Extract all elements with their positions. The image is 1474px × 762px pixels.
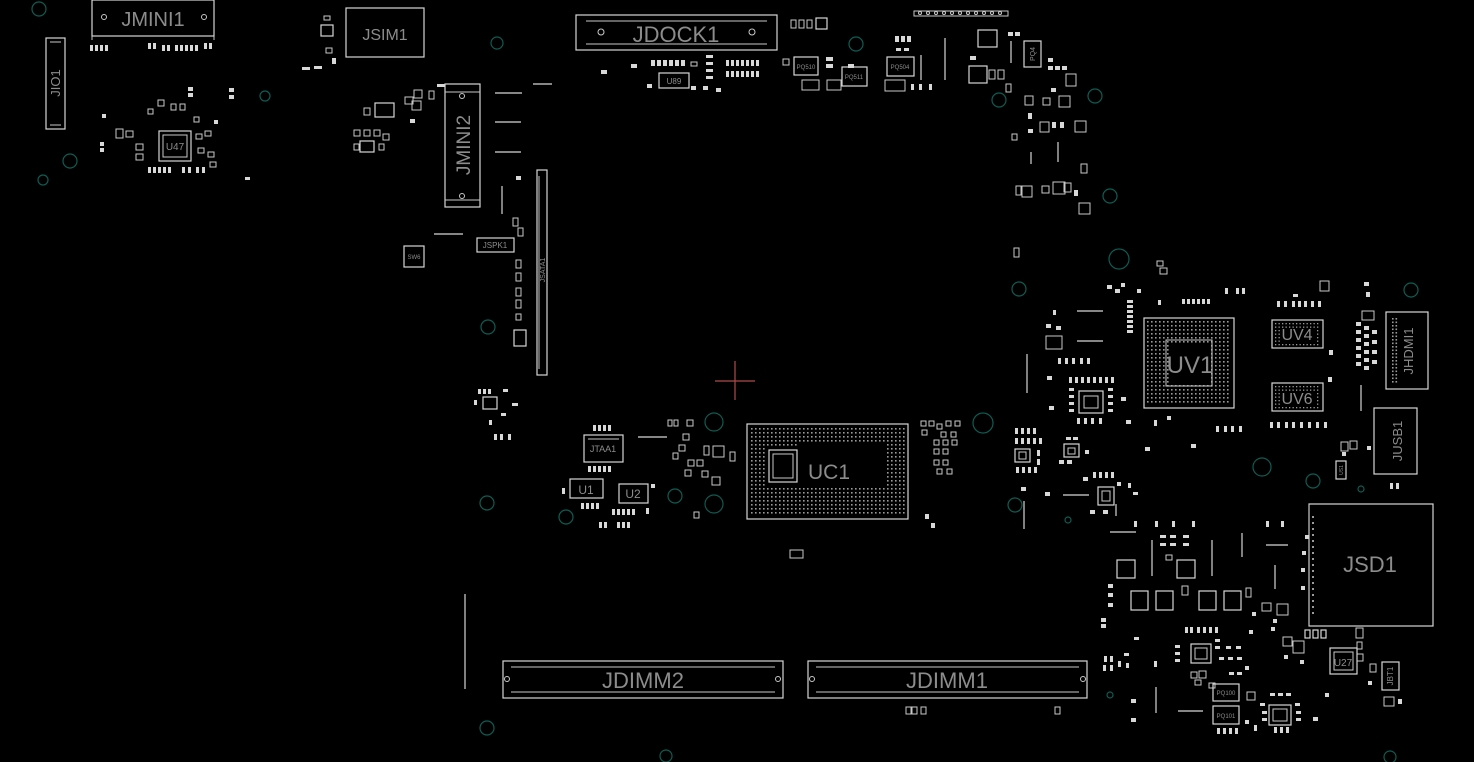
jdimm1-label: JDIMM1 xyxy=(906,668,988,693)
u47-passives xyxy=(100,87,250,180)
u27-label: U27 xyxy=(1334,658,1353,669)
u47-chip[interactable]: U47 xyxy=(158,130,192,162)
mid-right-passives xyxy=(1014,428,1138,533)
uc1-chip[interactable]: UC1 xyxy=(746,423,909,520)
jbt1-connector[interactable]: JBT1 xyxy=(1381,661,1400,691)
u1-label: U1 xyxy=(578,483,594,497)
uc1-passives xyxy=(789,420,961,559)
jspk1-label: JSPK1 xyxy=(483,241,508,250)
jmini1-pads xyxy=(90,43,212,51)
uv6-chip[interactable]: UV6 xyxy=(1271,382,1324,412)
jusb1-label: JUSB1 xyxy=(1390,421,1405,461)
jhdmi1-connector[interactable]: JHDMI1 xyxy=(1385,311,1429,390)
uc1-ball-grid xyxy=(751,428,905,514)
jdock1-label: JDOCK1 xyxy=(633,22,720,47)
pq504-label: PQ504 xyxy=(891,65,910,71)
pq4-label: PQ4 xyxy=(1030,47,1037,61)
jio1-connector[interactable]: JIO1 xyxy=(45,37,66,130)
via-holes xyxy=(31,1,1419,762)
pq504-component[interactable]: PQ504 xyxy=(886,56,915,77)
jmini2-connector[interactable]: JMINI2 xyxy=(444,83,481,208)
pq101-component[interactable]: PQ101 xyxy=(1212,705,1240,725)
pq510-label: PQ510 xyxy=(797,65,816,71)
jsim1-passives xyxy=(302,15,445,87)
lower-right-passives xyxy=(1101,521,1402,734)
uv1-label: UV1 xyxy=(1167,352,1214,379)
us1-label: US1 xyxy=(1339,465,1345,475)
jbt1-label: JBT1 xyxy=(1386,666,1395,685)
pq510-component[interactable]: PQ510 xyxy=(793,56,819,76)
jhdmi1-label: JHDMI1 xyxy=(1401,328,1416,375)
uv4-chip[interactable]: UV4 xyxy=(1271,319,1324,349)
cursor-crosshair xyxy=(715,361,755,400)
jsata1-connector[interactable]: JSATA1 xyxy=(536,169,548,376)
jmini2-label: JMINI2 xyxy=(454,115,475,175)
uv4-label: UV4 xyxy=(1281,327,1312,344)
uv6-ball-grid xyxy=(1275,386,1319,409)
jusb1-connector[interactable]: JUSB1 xyxy=(1373,407,1418,475)
pq101-label: PQ101 xyxy=(1217,714,1236,720)
u89-label: U89 xyxy=(667,77,682,86)
jdimm1-connector[interactable]: JDIMM1 xyxy=(807,660,1088,699)
uv1-chip[interactable]: UV1 xyxy=(1143,317,1235,409)
jdimm2-connector[interactable]: JDIMM2 xyxy=(502,660,784,699)
pq100-label: PQ100 xyxy=(1217,691,1236,697)
jdimm2-label: JDIMM2 xyxy=(602,668,684,693)
u27-chip[interactable]: U27 xyxy=(1329,647,1358,675)
uc1-label: UC1 xyxy=(808,461,850,484)
us1-chip[interactable]: US1 xyxy=(1335,460,1347,480)
u47-label: U47 xyxy=(166,142,185,153)
jspk-passives xyxy=(434,217,527,347)
pq511-component[interactable]: PQ511 xyxy=(841,66,868,87)
u89-chip[interactable]: U89 xyxy=(658,72,690,89)
sw6-label: SW6 xyxy=(407,255,421,261)
uv6-label: UV6 xyxy=(1281,391,1312,408)
jsd1-pin-row xyxy=(1312,516,1314,614)
jhdmi1-pin-row xyxy=(1392,318,1398,383)
pq511-label: PQ511 xyxy=(845,75,864,81)
u1-chip[interactable]: U1 xyxy=(569,478,604,499)
jdock-area-passives xyxy=(601,55,759,92)
jtaa1-connector[interactable]: JTAA1 xyxy=(583,434,624,463)
jmini1-label: JMINI1 xyxy=(121,9,184,31)
jsd1-label: JSD1 xyxy=(1343,552,1397,577)
header-pins xyxy=(918,11,1002,15)
jdock1-connector[interactable]: JDOCK1 xyxy=(575,14,778,51)
pq-cluster xyxy=(782,10,1009,92)
jmini2-passives xyxy=(353,83,552,214)
jsim1-label: JSIM1 xyxy=(362,27,407,44)
u2-label: U2 xyxy=(625,487,641,501)
usb-passives xyxy=(1340,440,1399,489)
pq4-component[interactable]: PQ4 xyxy=(1023,40,1042,68)
uv4-ball-grid xyxy=(1275,323,1319,346)
jsata1-label: JSATA1 xyxy=(540,258,547,283)
jio1-label: JIO1 xyxy=(48,69,63,96)
jsd1-connector[interactable]: JSD1 xyxy=(1308,503,1434,627)
jtaa1-label: JTAA1 xyxy=(590,444,616,454)
left-mid-passives xyxy=(474,389,518,440)
top-right-passives xyxy=(968,29,1091,258)
uv1-ball-grid xyxy=(1147,321,1229,403)
jspk1-connector[interactable]: JSPK1 xyxy=(476,237,515,253)
gpu-area-passives xyxy=(1026,260,1377,451)
sw6-switch[interactable]: SW6 xyxy=(403,245,425,268)
pq100-component[interactable]: PQ100 xyxy=(1212,683,1240,702)
jtaa-passives xyxy=(562,419,736,528)
dimm-passives xyxy=(464,594,1061,715)
jsim1-connector[interactable]: JSIM1 xyxy=(345,7,425,58)
u2-chip[interactable]: U2 xyxy=(618,483,649,504)
jmini1-connector[interactable]: JMINI1 xyxy=(91,0,215,40)
